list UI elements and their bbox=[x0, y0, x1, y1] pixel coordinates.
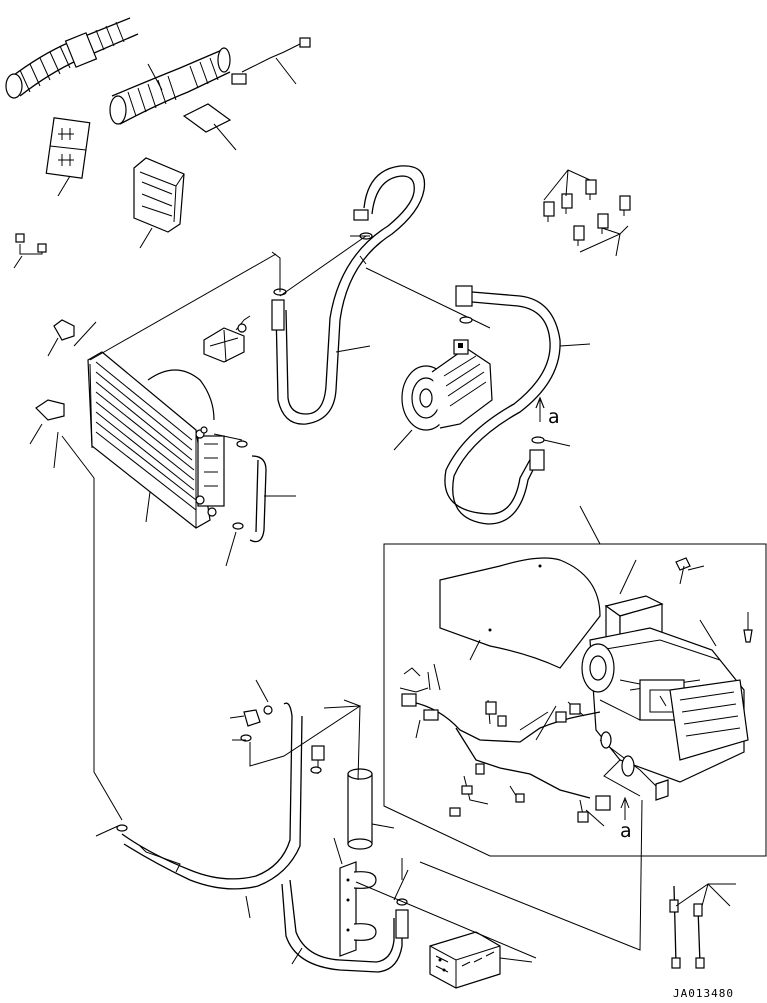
compressor-hose bbox=[444, 285, 591, 525]
condenser-tube bbox=[225, 455, 296, 567]
relays bbox=[543, 169, 631, 257]
liquid-hose bbox=[95, 702, 303, 919]
hose-duct-left bbox=[5, 17, 139, 99]
screw bbox=[675, 557, 705, 585]
receiver-dryer bbox=[310, 745, 395, 850]
view-arrow-top bbox=[535, 396, 545, 420]
air-conditioner-unit bbox=[581, 559, 749, 801]
clips bbox=[13, 233, 47, 269]
view-reference-label-bottom: a bbox=[620, 820, 632, 842]
wiring-lead bbox=[231, 37, 311, 85]
refrigerant-hose-upper bbox=[271, 165, 491, 425]
hose-duct-right bbox=[109, 47, 231, 125]
routing-line-panel bbox=[419, 799, 643, 951]
rods bbox=[669, 883, 736, 969]
routing-lines-lower bbox=[323, 705, 403, 880]
routing-line-left bbox=[61, 435, 123, 821]
wiring-harness bbox=[399, 663, 611, 827]
air-filter bbox=[133, 157, 185, 249]
instruction-plate bbox=[182, 103, 237, 151]
routing-line-panel-2 bbox=[355, 881, 537, 959]
duct-cover bbox=[439, 557, 601, 669]
receiver-bracket bbox=[333, 837, 377, 957]
drawing-code: JA013480 bbox=[673, 987, 734, 1000]
air-conditioner-unit-group bbox=[383, 505, 767, 857]
vent-grille bbox=[45, 117, 91, 197]
compressor bbox=[393, 316, 493, 451]
view-arrow-bottom bbox=[620, 796, 630, 820]
brackets-small bbox=[229, 679, 362, 767]
view-reference-label-top: a bbox=[548, 406, 560, 428]
pressure-switch bbox=[203, 315, 251, 363]
control-panel bbox=[429, 931, 533, 989]
condenser bbox=[29, 253, 277, 529]
sensor bbox=[743, 612, 753, 643]
